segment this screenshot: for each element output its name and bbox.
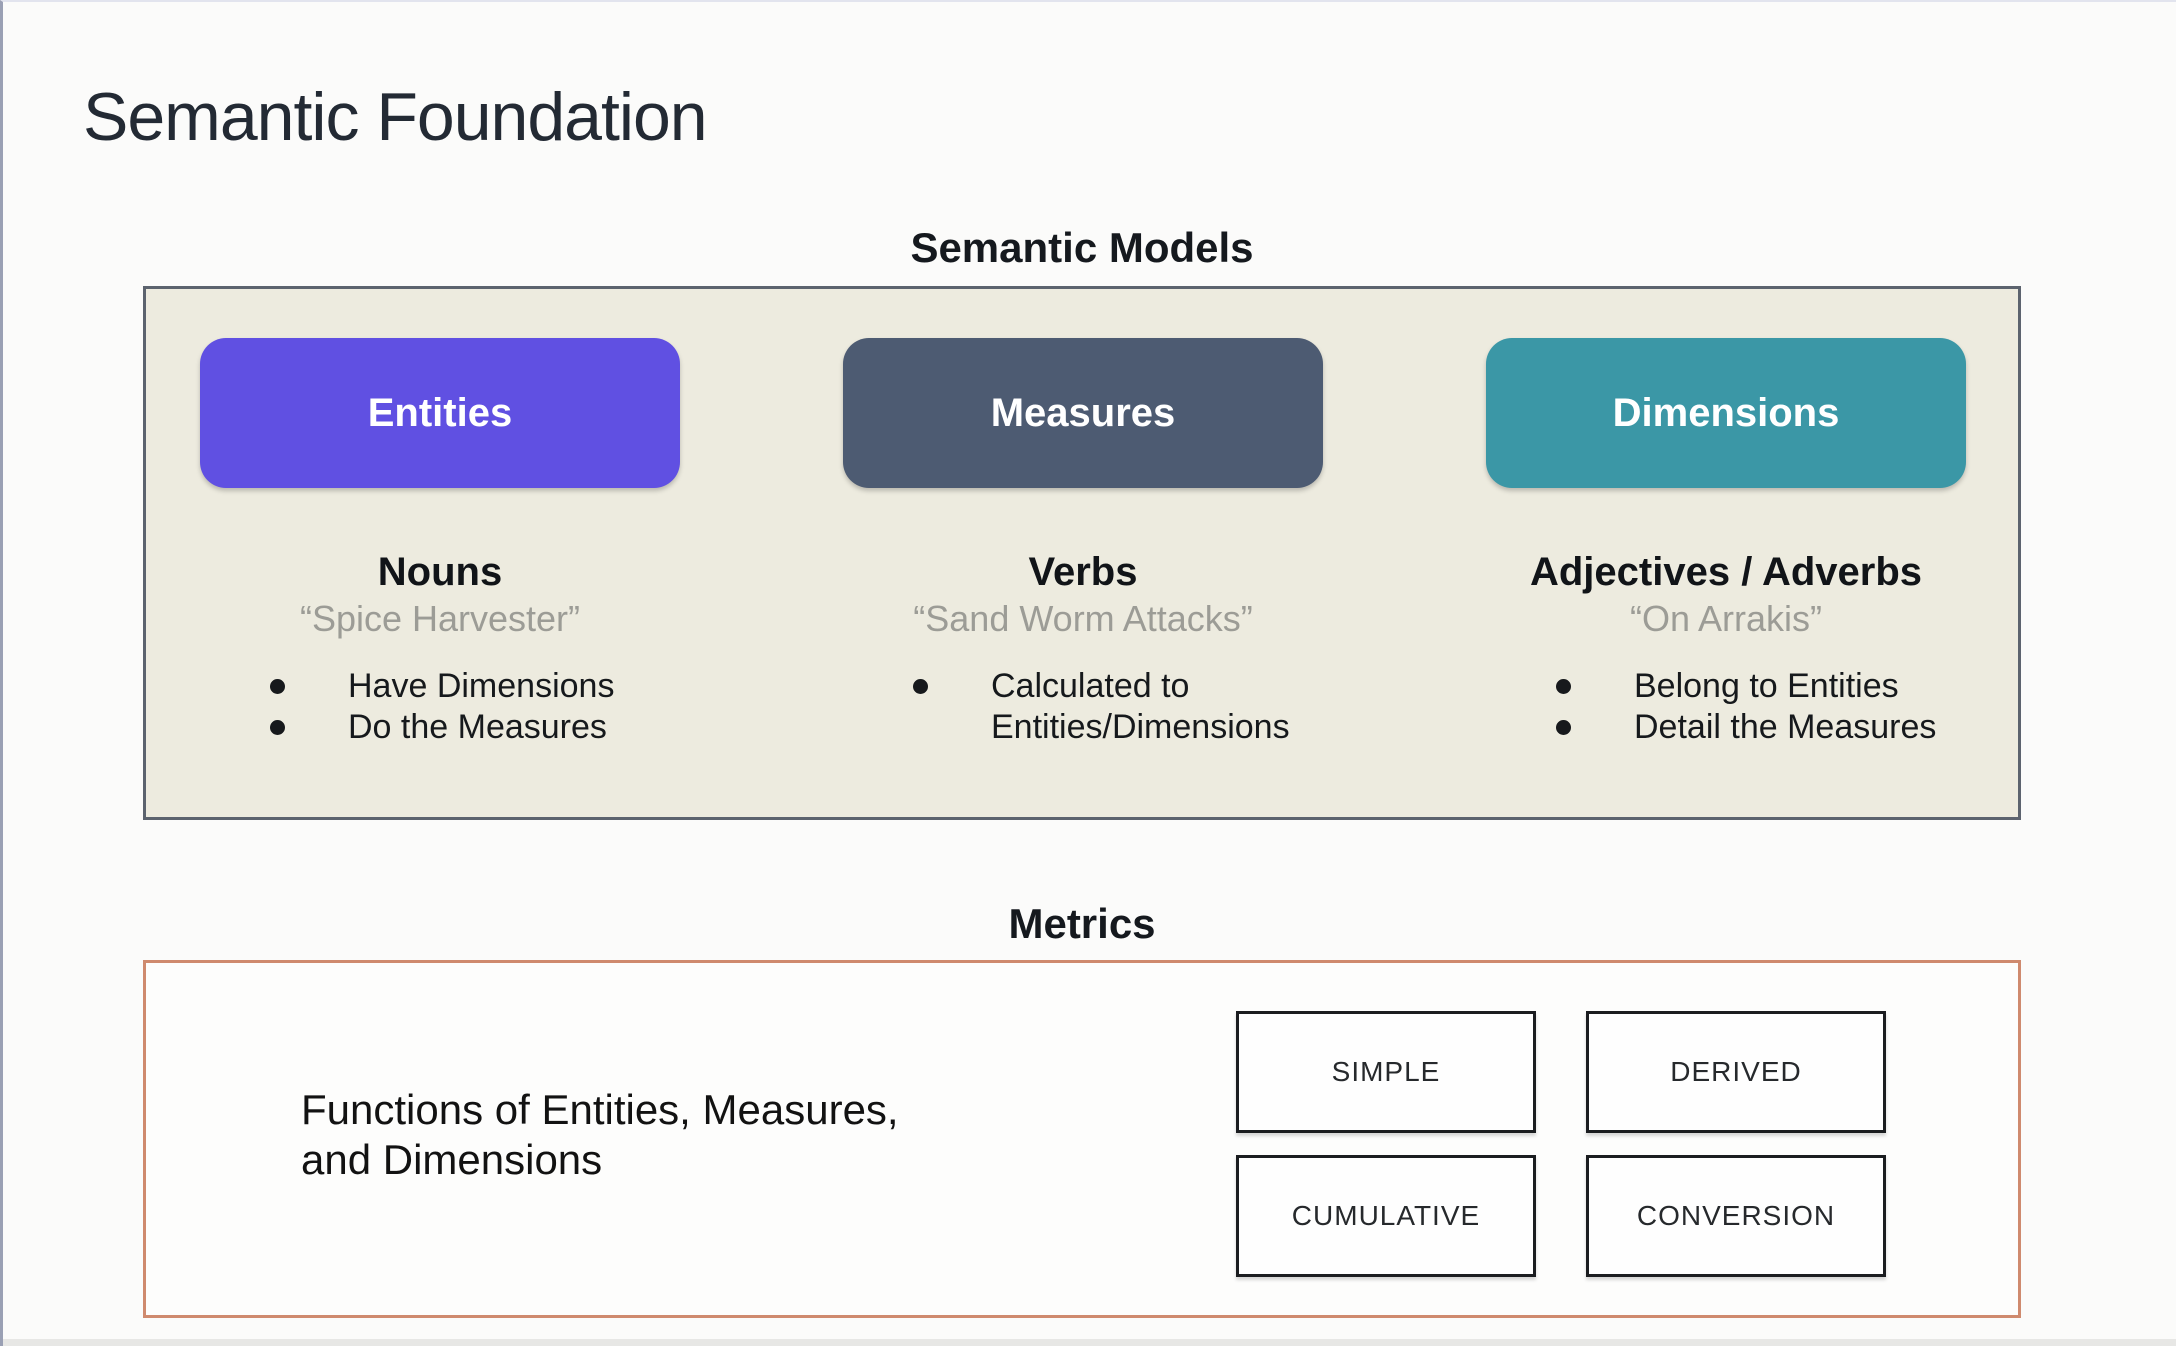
column-dimensions: Dimensions Adjectives / Adverbs “On Arra…	[1486, 338, 1966, 748]
measures-bullet-list: Calculated to Entities/Dimensions	[903, 666, 1323, 748]
dimensions-box-label: Dimensions	[1612, 390, 1840, 435]
bullet-item: Calculated to Entities/Dimensions	[903, 666, 1303, 748]
metric-type-conversion: CONVERSION	[1586, 1155, 1886, 1277]
metrics-title: Metrics	[1008, 900, 1156, 947]
semantic-models-panel: Entities Nouns “Spice Harvester” Have Di…	[143, 286, 2021, 820]
metric-type-derived-label: DERIVED	[1670, 1056, 1802, 1087]
dimensions-quote: “On Arrakis”	[1629, 598, 1823, 639]
dimensions-heading: Adjectives / Adverbs	[1529, 550, 1922, 594]
dimensions-bullet-list: Belong to Entities Detail the Measures	[1546, 666, 1966, 748]
measures-box: Measures	[843, 338, 1323, 488]
measures-quote: “Sand Worm Attacks”	[913, 598, 1253, 639]
entities-box-label: Entities	[367, 390, 513, 435]
column-entities: Entities Nouns “Spice Harvester” Have Di…	[200, 338, 680, 748]
dimensions-box: Dimensions	[1486, 338, 1966, 488]
metric-type-cumulative-label: CUMULATIVE	[1291, 1200, 1481, 1231]
entities-box: Entities	[200, 338, 680, 488]
entities-heading: Nouns	[377, 550, 503, 594]
entities-bullet-list: Have Dimensions Do the Measures	[260, 666, 680, 748]
metrics-grid: SIMPLE DERIVED CUMULATIVE CONVERSION	[1236, 1011, 1886, 1277]
bottom-edge-strip	[3, 1339, 2176, 1346]
metric-type-simple-label: SIMPLE	[1331, 1056, 1441, 1087]
metric-type-derived: DERIVED	[1586, 1011, 1886, 1133]
measures-box-label: Measures	[990, 390, 1176, 435]
bullet-item: Detail the Measures	[1546, 707, 1966, 748]
metrics-description: Functions of Entities, Measures, and Dim…	[301, 1086, 899, 1183]
metric-type-simple: SIMPLE	[1236, 1011, 1536, 1133]
bullet-item: Do the Measures	[260, 707, 680, 748]
metric-type-conversion-label: CONVERSION	[1636, 1200, 1836, 1231]
metric-type-cumulative: CUMULATIVE	[1236, 1155, 1536, 1277]
measures-heading: Verbs	[1028, 550, 1138, 594]
metrics-panel: Functions of Entities, Measures, and Dim…	[143, 960, 2021, 1318]
entities-quote: “Spice Harvester”	[299, 598, 581, 639]
bullet-item: Have Dimensions	[260, 666, 680, 707]
page-title: Semantic Foundation	[83, 79, 708, 155]
column-measures: Measures Verbs “Sand Worm Attacks” Calcu…	[843, 338, 1323, 748]
semantic-models-title: Semantic Models	[910, 224, 1254, 271]
bullet-item: Belong to Entities	[1546, 666, 1966, 707]
